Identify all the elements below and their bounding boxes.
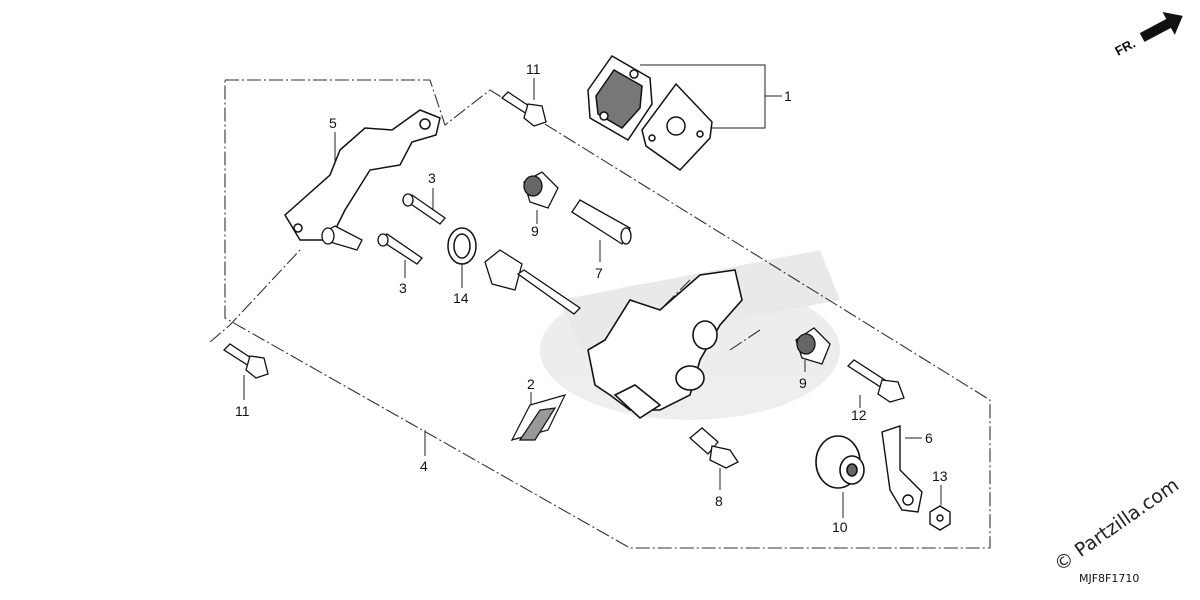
flange-bolt-11-lower[interactable] bbox=[222, 343, 269, 379]
callout-9-upper[interactable]: 9 bbox=[531, 223, 539, 239]
caliper-bracket[interactable] bbox=[284, 109, 441, 241]
arrow-icon bbox=[1139, 11, 1183, 42]
callout-7[interactable]: 7 bbox=[595, 265, 603, 281]
sleeve-7[interactable] bbox=[571, 199, 632, 245]
watermark-text: © Partzilla.com bbox=[1050, 474, 1183, 576]
callout-6[interactable]: 6 bbox=[925, 430, 933, 446]
callout-11-upper[interactable]: 11 bbox=[526, 61, 541, 77]
caliper-body[interactable] bbox=[587, 269, 743, 420]
roller-10[interactable] bbox=[815, 435, 865, 489]
callout-3-lower[interactable]: 3 bbox=[399, 280, 407, 296]
guide-plate-6[interactable] bbox=[881, 425, 923, 513]
callout-4[interactable]: 4 bbox=[420, 458, 428, 474]
flange-bolt-12[interactable] bbox=[846, 359, 905, 403]
front-direction-indicator: FR. bbox=[1112, 11, 1183, 59]
piston-rod[interactable] bbox=[484, 249, 582, 315]
callout-13[interactable]: 13 bbox=[932, 468, 948, 484]
flange-bolt-11-upper[interactable] bbox=[500, 91, 547, 127]
callout-8[interactable]: 8 bbox=[715, 493, 723, 509]
pin-boot-9-lower[interactable] bbox=[795, 327, 831, 365]
bleeder-8[interactable] bbox=[689, 427, 739, 469]
callout-5[interactable]: 5 bbox=[329, 115, 337, 131]
callout-10[interactable]: 10 bbox=[832, 519, 848, 535]
callout-12[interactable]: 12 bbox=[851, 407, 867, 423]
callout-11-lower[interactable]: 11 bbox=[235, 403, 250, 419]
callout-1[interactable]: 1 bbox=[784, 88, 792, 104]
direction-label: FR. bbox=[1112, 36, 1138, 59]
nut-13[interactable] bbox=[929, 505, 951, 531]
pad-spring-2[interactable] bbox=[510, 394, 567, 441]
diagram-code: MJF8F1710 bbox=[1079, 572, 1139, 585]
pin-boot-9-upper[interactable] bbox=[523, 171, 559, 209]
pin-bolt-3-lower[interactable] bbox=[377, 233, 423, 265]
bracket-pin[interactable] bbox=[321, 225, 363, 251]
brake-pad-set[interactable] bbox=[587, 55, 713, 171]
callout-14[interactable]: 14 bbox=[453, 290, 469, 306]
callout-3-upper[interactable]: 3 bbox=[428, 170, 436, 186]
seal-14[interactable] bbox=[447, 227, 477, 265]
callout-9-lower[interactable]: 9 bbox=[799, 375, 807, 391]
callout-2[interactable]: 2 bbox=[527, 376, 535, 392]
pin-bolt-3-upper[interactable] bbox=[402, 193, 446, 225]
